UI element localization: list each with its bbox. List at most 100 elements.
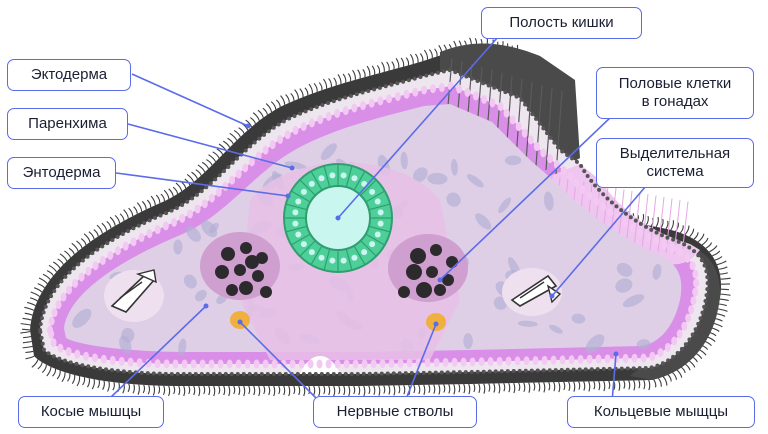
ring-muscle-dot xyxy=(325,111,332,121)
cilium xyxy=(712,322,723,328)
stripe xyxy=(535,84,543,167)
leader-endoderm xyxy=(115,172,289,197)
ring-muscle-dot xyxy=(653,236,660,246)
ectoderm-nucleus xyxy=(199,372,204,376)
cilium xyxy=(27,301,36,307)
ring-muscle-dot xyxy=(478,357,485,367)
cilium xyxy=(23,335,32,339)
ectoderm-nucleus xyxy=(511,369,516,374)
cilium xyxy=(252,112,260,121)
intestine-cell-nucleus xyxy=(351,175,358,182)
intestine-cell-nucleus xyxy=(329,172,336,179)
germ-cell xyxy=(430,244,442,256)
ectoderm-nucleus xyxy=(86,364,91,369)
ectoderm-nucleus xyxy=(281,119,286,124)
cilium xyxy=(93,229,99,237)
cilium xyxy=(119,213,125,221)
ring-muscle-dot xyxy=(649,351,656,361)
parenchyma-cell xyxy=(498,197,512,214)
ectoderm-nucleus xyxy=(559,367,564,372)
ectoderm-nucleus xyxy=(367,371,372,376)
intestine-cell-border xyxy=(323,165,331,188)
excretory-cell-left xyxy=(104,269,164,322)
cilium xyxy=(155,194,161,204)
ectoderm-nucleus xyxy=(464,74,469,79)
ring-muscle-dot xyxy=(629,223,636,233)
parenchyma-cell xyxy=(463,333,473,349)
cilium xyxy=(41,364,47,374)
cilium xyxy=(188,385,191,395)
ring-muscle-dot xyxy=(72,278,79,288)
ectoderm-nucleus xyxy=(574,159,579,164)
excretory-cell-right xyxy=(502,268,562,316)
ectoderm-nucleus xyxy=(92,365,97,370)
ectoderm-nucleus xyxy=(595,367,600,372)
cilium xyxy=(322,78,328,89)
ectoderm-nucleus xyxy=(337,372,342,376)
ring-muscle-dot xyxy=(433,358,440,368)
ectoderm-nucleus xyxy=(74,361,79,366)
cilium xyxy=(684,225,690,236)
ring-muscle-dot xyxy=(637,228,644,238)
cilium xyxy=(101,222,108,231)
ectoderm-nucleus xyxy=(287,116,292,121)
intestine-cell-nucleus xyxy=(308,249,315,256)
intestine-cell-nucleus xyxy=(351,254,358,261)
ectoderm-nucleus xyxy=(544,131,549,136)
ring-muscle-dot xyxy=(284,130,291,140)
ectoderm-nucleus xyxy=(213,177,218,182)
ring-muscle-dot xyxy=(692,287,699,297)
cilium xyxy=(718,266,728,270)
ectoderm-nucleus xyxy=(266,129,271,134)
label-gut-cavity: Полость кишки xyxy=(481,7,642,39)
ectoderm-nucleus xyxy=(412,76,417,81)
ectoderm-nucleus xyxy=(631,366,636,371)
cilium xyxy=(257,109,264,118)
cilium xyxy=(262,107,268,115)
ectoderm-nucleus xyxy=(373,371,378,376)
germ-cell xyxy=(234,264,246,276)
ring-muscle-dot xyxy=(541,355,548,365)
cilium xyxy=(132,384,135,394)
ring-muscle-dot xyxy=(631,353,638,363)
ectoderm-nucleus xyxy=(253,372,258,376)
ring-muscle-dot xyxy=(50,338,57,348)
intestine-cell-border xyxy=(365,190,386,203)
ectoderm-nucleus xyxy=(169,208,174,213)
cilium xyxy=(453,384,456,395)
cilium xyxy=(563,381,566,391)
cilium xyxy=(195,169,202,176)
ectoderm-nucleus xyxy=(63,274,68,279)
ring-muscle-dot xyxy=(487,357,494,367)
parenchyma-cell xyxy=(466,174,484,188)
cilium xyxy=(483,383,486,394)
cilium xyxy=(357,69,361,79)
cilium xyxy=(503,383,506,392)
ectoderm-nucleus xyxy=(331,372,336,376)
cilium xyxy=(88,231,95,240)
ectoderm-nucleus xyxy=(40,341,45,346)
cilium xyxy=(193,385,196,396)
cilium xyxy=(213,385,216,397)
ectoderm-nucleus xyxy=(614,204,619,209)
cilium xyxy=(667,373,672,382)
ring-muscle-dot xyxy=(235,359,242,369)
ectoderm-nucleus xyxy=(623,211,628,216)
ring-muscle-dot xyxy=(406,358,413,368)
ectoderm-nucleus xyxy=(601,366,606,371)
ring-muscle-dot xyxy=(226,359,233,369)
ectoderm-nucleus xyxy=(579,163,584,168)
intestine-cell-nucleus xyxy=(292,220,299,227)
ectoderm-nucleus xyxy=(248,144,253,149)
cilium xyxy=(433,384,436,394)
cilium xyxy=(68,247,75,255)
ectoderm-nucleus xyxy=(295,372,300,376)
ring-muscle-dot xyxy=(92,261,99,271)
ectoderm-nucleus xyxy=(298,111,303,116)
intestine-cell-border xyxy=(299,179,316,196)
intestine-cell-border xyxy=(368,225,391,233)
cilium xyxy=(38,277,48,285)
ectoderm-nucleus xyxy=(698,316,703,321)
cilium xyxy=(48,264,57,273)
